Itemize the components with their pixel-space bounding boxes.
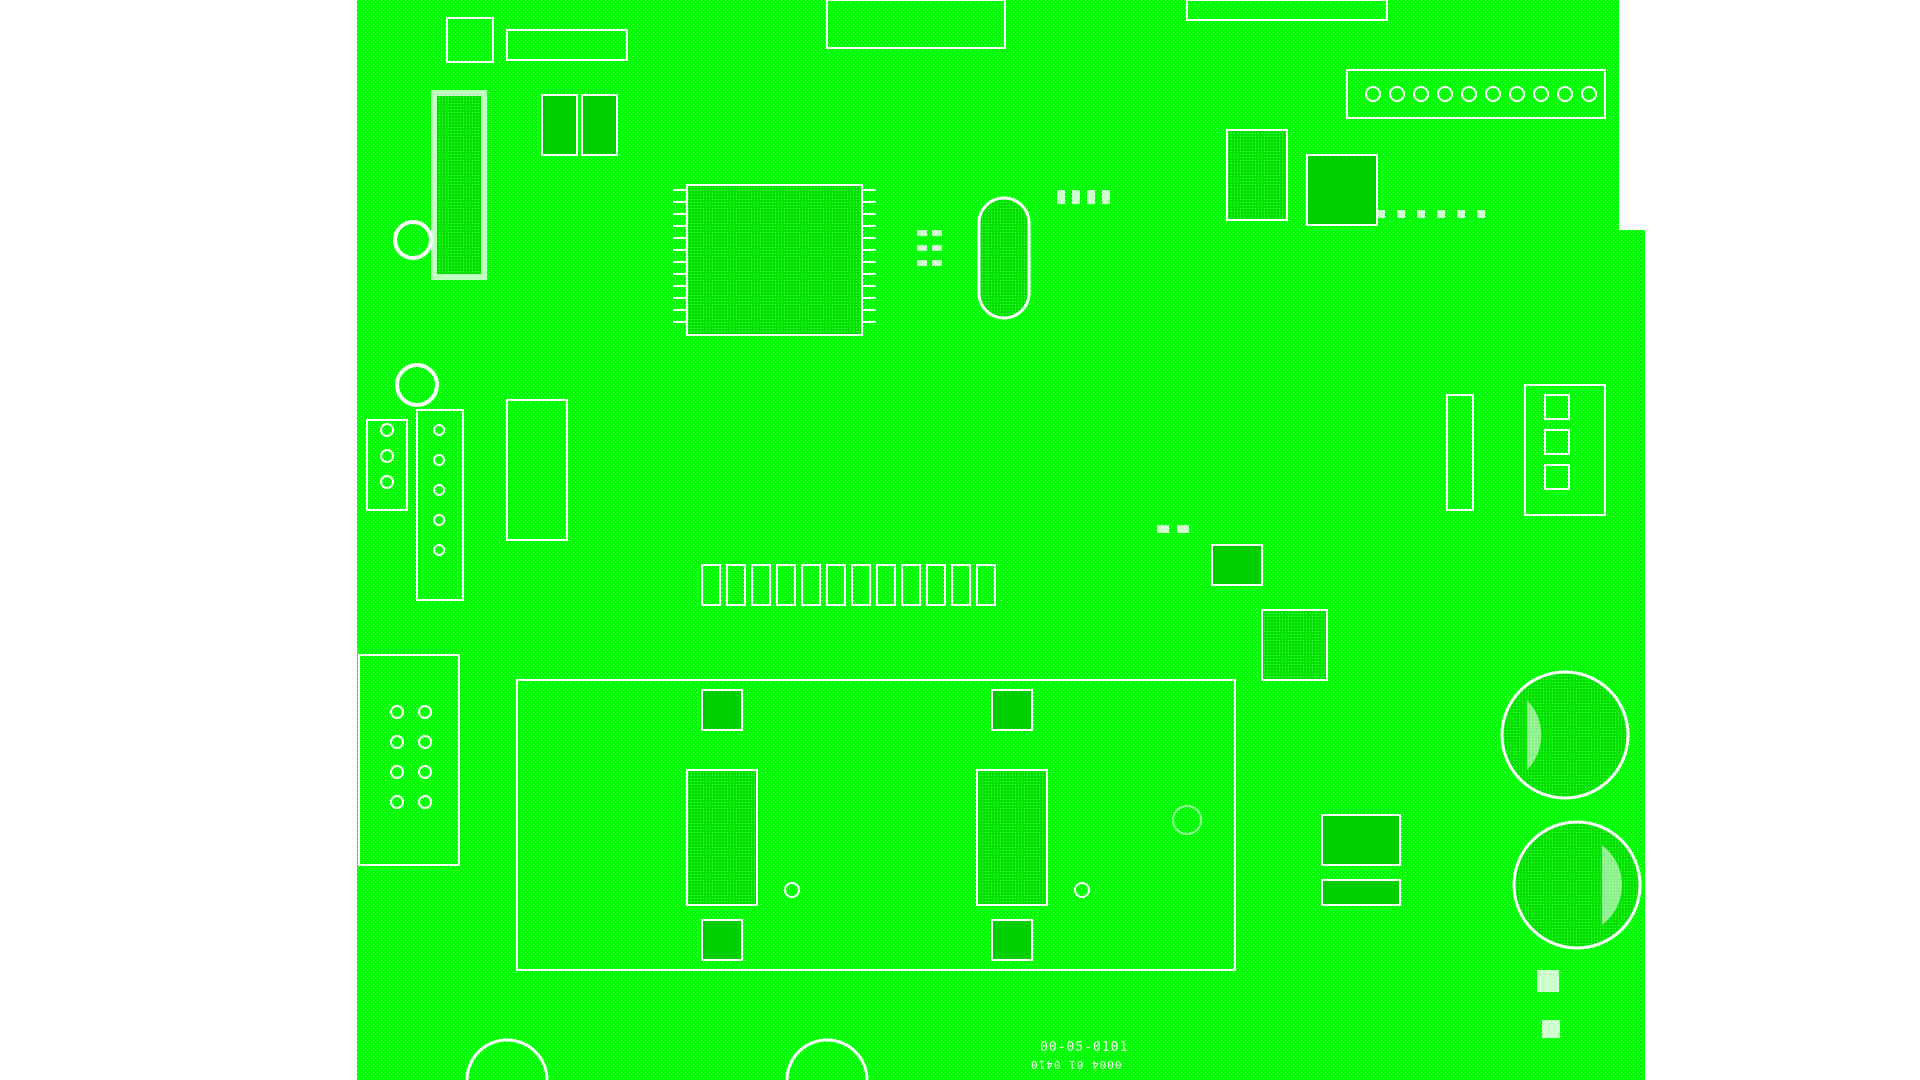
driver-ic-2 (976, 769, 1048, 906)
capacitor-1 (1500, 670, 1630, 800)
header-connector (1346, 69, 1606, 119)
board-code-rev-label: 0004 01 0410 (1030, 1058, 1122, 1071)
pin-header-left (366, 399, 568, 601)
main-ic (686, 184, 863, 336)
regulator (1321, 814, 1401, 866)
top-connector (446, 0, 1388, 63)
right-terminal (1446, 384, 1606, 516)
circuit-board (357, 0, 1645, 1080)
driver-ic-1 (686, 769, 758, 906)
resistor-array (701, 564, 996, 606)
driver-section (516, 679, 1236, 971)
board-code-label: 00-05-0101 (1040, 1040, 1129, 1055)
terminal-block (358, 654, 460, 866)
crystal (977, 196, 1031, 320)
